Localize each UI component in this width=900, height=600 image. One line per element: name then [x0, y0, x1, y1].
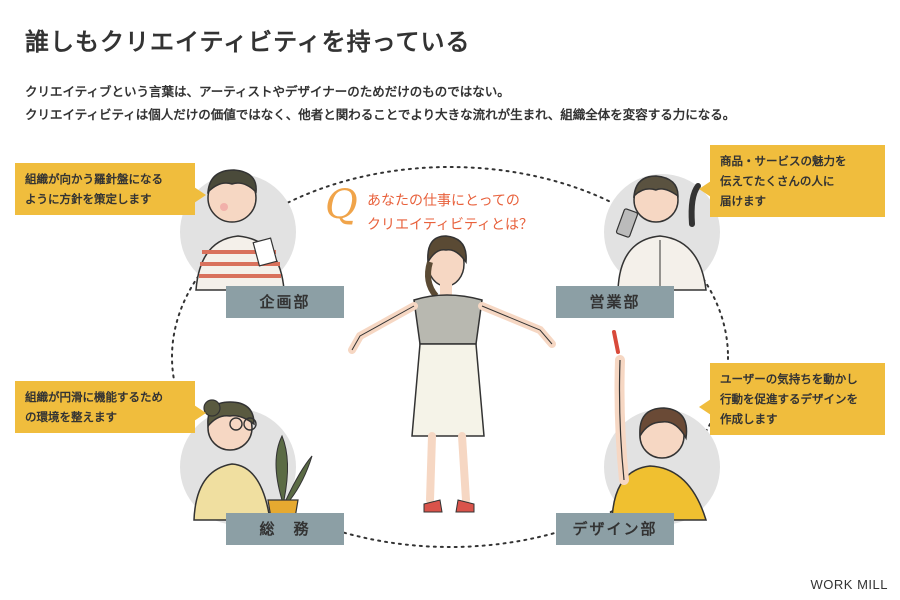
- central-woman-illustration: [348, 235, 556, 513]
- general-person-illustration: [193, 399, 313, 525]
- page-title: 誰しもクリエイティビティを持っている: [25, 28, 471, 56]
- planning-bubble-line: 組織が向かう羅針盤になる: [25, 172, 163, 186]
- sales-bubble-line: 商品・サービスの魅力を: [720, 154, 847, 168]
- design-bubble-line: 行動を促進するデザインを: [720, 392, 858, 407]
- design-bubble-line: 作成します: [720, 412, 778, 427]
- question-line-1: あなたの仕事にとっての: [367, 193, 520, 209]
- sales-bubble-line: 伝えてたくさんの人に: [720, 174, 835, 189]
- general-bubble-line: 組織が円滑に機能するため: [25, 390, 163, 404]
- general-bubble-line: の環境を整えます: [25, 410, 117, 425]
- intro-line-2: クリエイティビティは個人だけの価値ではなく、他者と関わることでより大きな流れが生…: [25, 107, 736, 122]
- planning-bubble-tail: [194, 187, 206, 203]
- department-label-sales: 営業部: [556, 286, 674, 318]
- question-q-letter: Q: [325, 182, 358, 228]
- question-callout: Q あなたの仕事にとっての クリエイティビティとは？: [325, 182, 575, 242]
- question-line-2: クリエイティビティとは？: [367, 217, 534, 233]
- dotted-connector-ellipse: [171, 166, 729, 548]
- sales-person-illustration: [615, 175, 707, 291]
- brand-logo: WORK MILL: [810, 577, 888, 592]
- general-bubble: 組織が円滑に機能するため の環境を整えます: [15, 381, 206, 434]
- general-bubble-tail: [194, 405, 206, 421]
- sales-bubble-tail: [699, 181, 711, 197]
- department-label-planning: 企画部: [226, 286, 344, 318]
- design-bubble: ユーザーの気持ちを動かし 行動を促進するデザインを 作成します: [699, 363, 885, 436]
- intro-line-1: クリエイティブという言葉は、アーティストやデザイナーのためだけのものではない。: [25, 84, 510, 99]
- planning-bubble: 組織が向かう羅針盤になる ように方針を策定します: [15, 163, 206, 216]
- planning-bubble-line: ように方針を策定します: [25, 192, 152, 207]
- department-label-design: デザイン部: [556, 513, 674, 545]
- design-bubble-tail: [699, 399, 711, 415]
- design-bubble-line: ユーザーの気持ちを動かし: [720, 372, 858, 386]
- planning-person-illustration: [195, 169, 285, 291]
- design-person-illustration: [611, 330, 708, 521]
- sales-bubble-line: 届けます: [720, 194, 766, 209]
- sales-bubble: 商品・サービスの魅力を 伝えてたくさんの人に 届けます: [699, 145, 885, 218]
- department-label-general: 総 務: [226, 513, 344, 545]
